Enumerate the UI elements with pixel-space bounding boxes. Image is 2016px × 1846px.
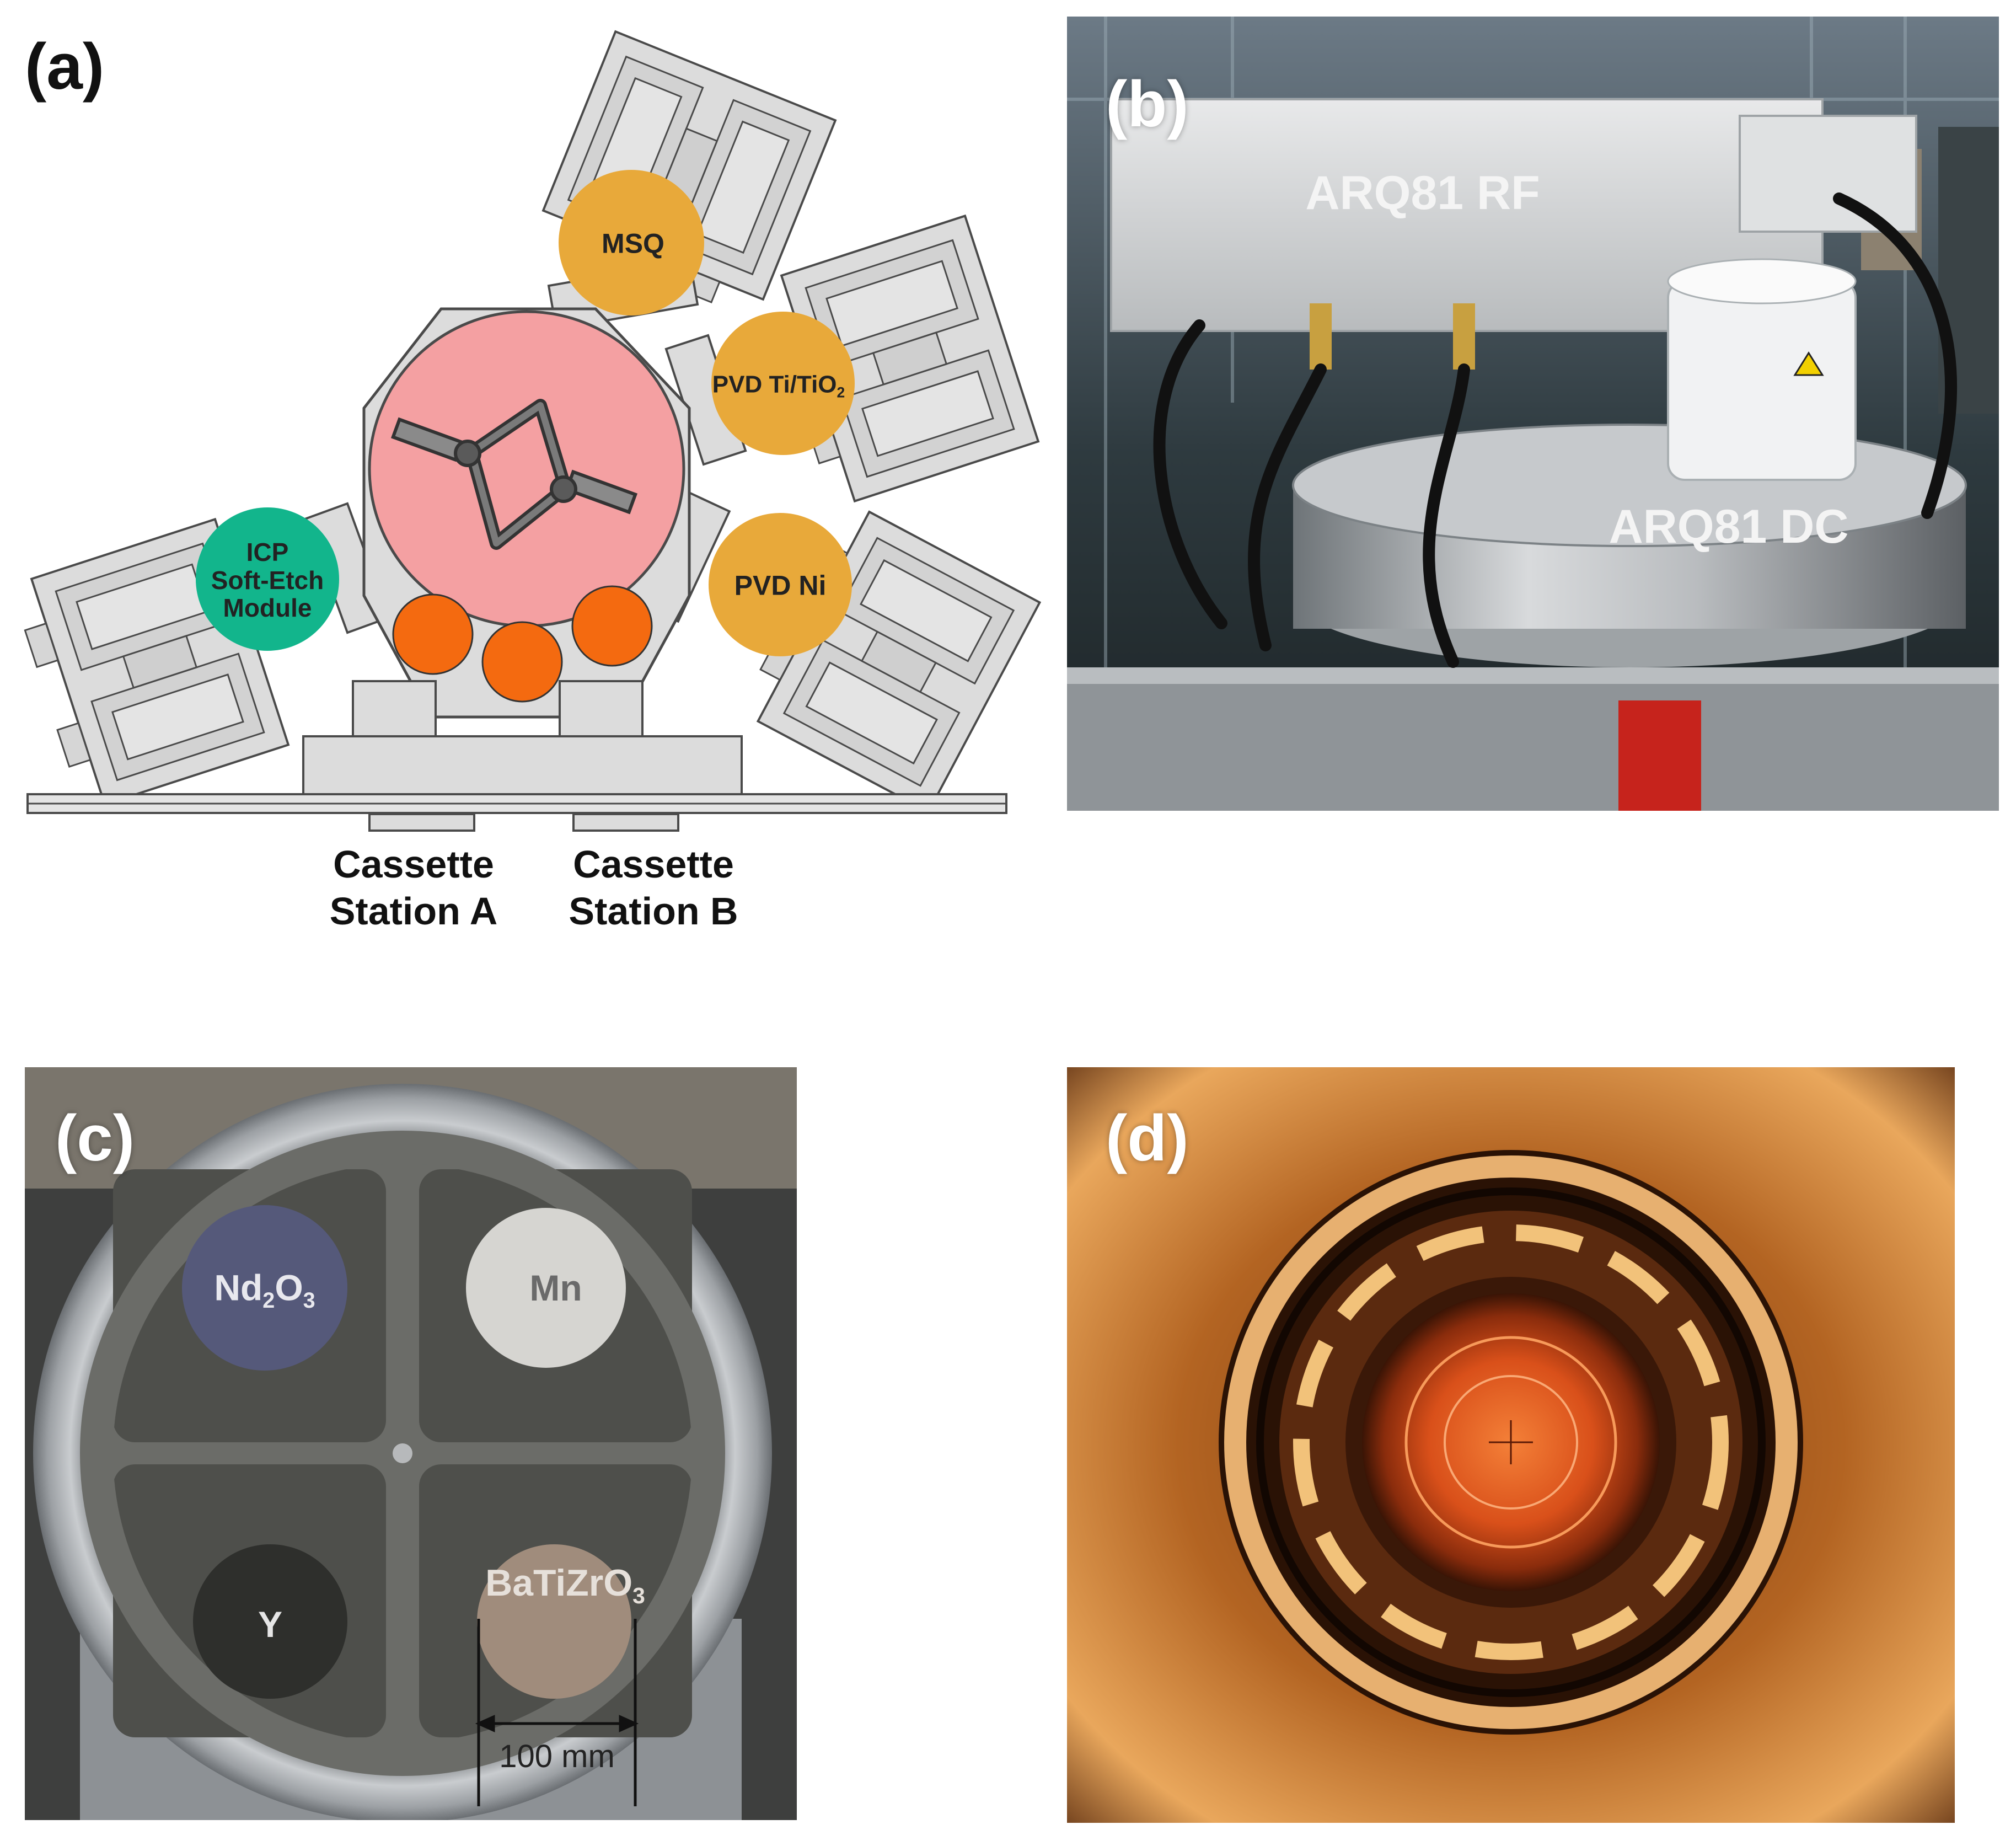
icp-label-line3: Module [223,593,312,623]
icp-label-line2: Soft-Etch [211,565,324,595]
cassette-station-a [368,813,475,832]
station-a-line2: Station A [329,890,498,933]
pvd-ti-label: PVD Ti/TiO2 [712,371,845,400]
panel-c-label: (c) [55,1102,135,1175]
robot-arm [390,399,638,550]
lock-housing-left [352,680,437,740]
nd2o3-label: Nd2O3 [214,1269,315,1312]
plasma-glow-photo [1067,1067,1955,1823]
atmospheric-frontend [302,735,743,798]
panel-b-label: (b) [1106,68,1189,141]
nd2o3-target [182,1205,347,1371]
station-b-label: Cassette Station B [549,841,758,935]
batizro3-target [477,1544,631,1699]
batizro3-label-main: BaTiZrO [485,1561,633,1604]
msq-label: MSQ [602,228,664,259]
pvd-ti-label-main: PVD Ti/TiO [712,371,837,398]
mn-target [466,1208,626,1368]
scale-bar [475,1619,639,1806]
y-target [193,1544,347,1699]
panel-c: (c) Nd2O3 Mn Y BaTiZrO3 100 mm [25,1067,797,1820]
scale-label: 100 mm [499,1738,615,1774]
sputter-source-photo [1067,17,1999,811]
load-lock-2 [481,621,563,703]
icp-module [196,507,339,651]
msq-module [559,170,704,315]
station-b-line2: Station B [569,890,738,933]
mn-label: Mn [529,1267,582,1308]
pvd-ti-label-sub: 2 [837,384,845,401]
target-holder-photo [25,1067,797,1820]
lock-housing-right [559,680,644,740]
cluster-tool-diagram [9,30,1048,832]
pvd-ti-module [711,312,855,455]
load-lock-3 [571,585,653,667]
batizro3-label-sub: 3 [632,1583,645,1609]
nd2o3-label-part1: Nd [214,1267,263,1308]
nd2o3-label-sub2: 3 [303,1288,315,1313]
pvd-ni-module [709,513,852,656]
panel-d-label: (d) [1106,1102,1189,1175]
icp-label: ICP Soft-Etch Module [211,538,324,622]
arq81-rf-label: ARQ81 RF [1305,167,1540,220]
panel-a: (a) MSQ PVD Ti/TiO2 PVD Ni ICP Soft-Etch… [0,0,1048,993]
icp-label-line1: ICP [246,538,289,567]
arq81-dc-label: ARQ81 DC [1608,500,1849,553]
y-label: Y [258,1604,283,1645]
station-a-label: Cassette Station A [309,841,518,935]
pvd-ni-label: PVD Ni [734,570,827,601]
station-b-line1: Cassette [573,843,734,886]
batizro3-label: BaTiZrO3 [485,1564,645,1607]
nd2o3-label-sub1: 2 [262,1288,275,1313]
panel-b: (b) ARQ81 RF ARQ81 DC [1067,17,1999,811]
transfer-robot-area [368,310,685,628]
station-a-line1: Cassette [333,843,494,886]
panel-d: (d) [1067,1067,1955,1823]
panel-a-label: (a) [25,30,105,103]
cassette-station-b [572,813,679,832]
nd2o3-label-part2: O [275,1267,303,1308]
load-lock-1 [392,593,474,675]
